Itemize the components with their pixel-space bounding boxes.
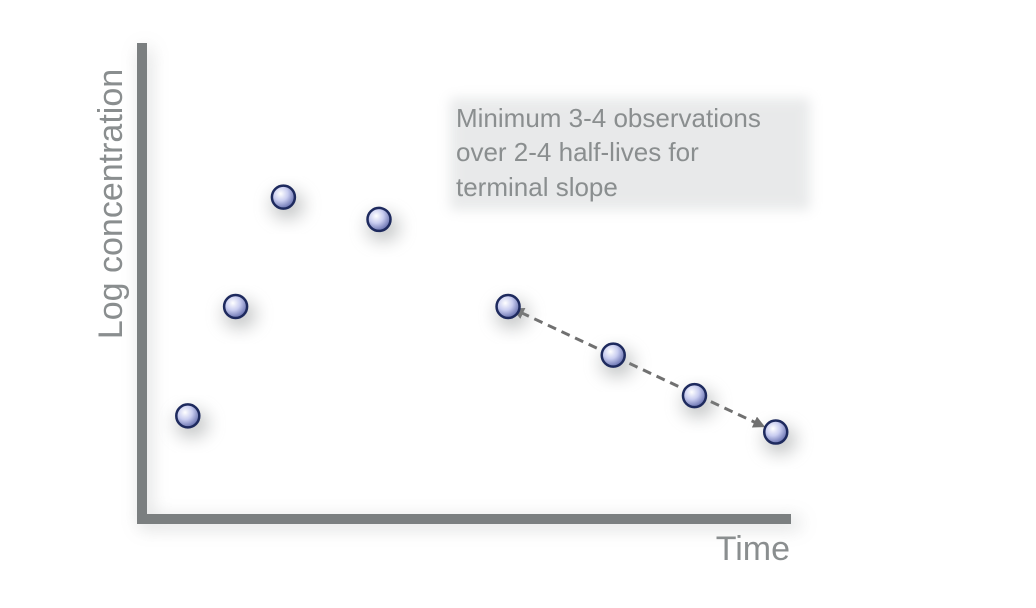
annotation-line-2: over 2-4 half-lives for bbox=[456, 137, 699, 167]
data-point-1 bbox=[175, 403, 201, 429]
x-axis-line bbox=[137, 514, 791, 524]
x-axis-label: Time bbox=[716, 530, 790, 568]
points-layer bbox=[175, 184, 796, 454]
y-axis-label: Log concentration bbox=[92, 69, 130, 339]
data-point-4 bbox=[366, 206, 392, 233]
annotation: Minimum 3-4 observations over 2-4 half-l… bbox=[450, 98, 810, 210]
data-point-5 bbox=[495, 293, 521, 320]
data-point-7 bbox=[681, 382, 708, 409]
annotation-shadow bbox=[450, 98, 810, 210]
annotation-line-3: terminal slope bbox=[456, 172, 618, 202]
data-point-3 bbox=[270, 184, 297, 210]
data-point-6 bbox=[600, 342, 626, 368]
data-point-2 bbox=[222, 293, 249, 320]
annotation-line-1: Minimum 3-4 observations bbox=[456, 103, 761, 133]
terminal-slope-layer bbox=[512, 308, 766, 428]
y-axis-line bbox=[137, 43, 147, 524]
data-point-8 bbox=[762, 419, 789, 445]
terminal-slope-arrow bbox=[512, 308, 766, 428]
